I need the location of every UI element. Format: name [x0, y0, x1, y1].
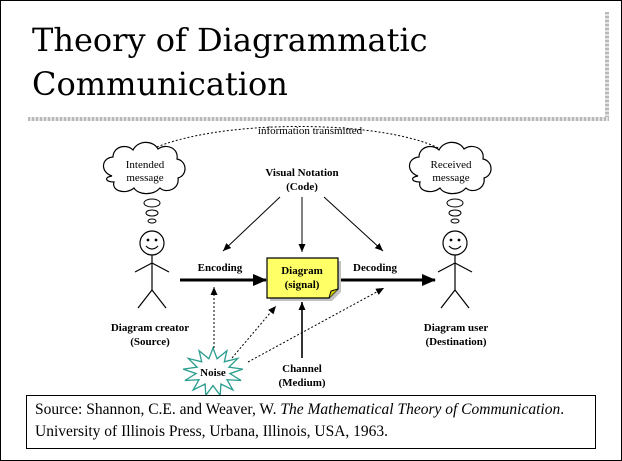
thought-bubble: [450, 218, 460, 224]
source-book-title: The Mathematical Theory of Communication: [280, 401, 561, 418]
information-transmitted-label: information transmitted: [258, 125, 363, 137]
source-citation: Source: Shannon, C.E. and Weaver, W. The…: [26, 395, 596, 449]
channel-label-line1: Channel: [282, 363, 322, 375]
received-message-cloud: Received message: [408, 141, 492, 195]
visual-notation-label-line2: (Code): [286, 181, 318, 193]
diagram-signal-box: Diagram (signal): [266, 257, 339, 299]
title-shadow-bottom: [28, 117, 609, 121]
channel-label-line2: (Medium): [278, 377, 325, 389]
thought-bubble: [448, 209, 462, 217]
title-shadow-right: [605, 12, 609, 120]
thought-bubble: [147, 218, 157, 224]
notation-to-encoding-arrow: [222, 196, 281, 252]
source-prefix: Source: Shannon, C.E. and Weaver, W.: [35, 401, 281, 418]
user-label-line1: Diagram user: [424, 322, 489, 334]
creator-label-line1: Diagram creator: [111, 322, 189, 334]
creator-label-line2: (Source): [130, 336, 170, 348]
decoding-label: Decoding: [353, 262, 398, 274]
noise-burst: Noise: [182, 346, 244, 398]
notation-to-decoding-arrow: [323, 196, 384, 252]
information-arc: [145, 126, 447, 153]
slide-title: Theory of Diagrammatic Communication: [32, 21, 428, 103]
user-label-line2: (Destination): [425, 336, 486, 348]
visual-notation-label-line1: Visual Notation: [265, 167, 338, 179]
thought-bubble: [145, 209, 159, 217]
thought-bubble: [143, 198, 161, 208]
received-label-line1: Received: [431, 159, 472, 171]
intended-message-cloud: Intended message: [102, 141, 186, 195]
noise-to-diagram-arrow: [231, 305, 277, 359]
diagram-label-line1: Diagram: [281, 265, 323, 277]
thought-bubble: [446, 198, 464, 208]
title-box: [23, 4, 601, 117]
intended-label-line1: Intended: [126, 159, 165, 171]
source-suffix: . University of Illinois Press, Urbana, …: [35, 401, 565, 440]
noise-to-decoding-arrow: [247, 287, 385, 363]
noise-label: Noise: [200, 367, 226, 379]
diagram-user-figure: [437, 230, 473, 309]
signal-box-shape: [266, 257, 339, 299]
encoding-label: Encoding: [198, 262, 243, 274]
diagram-label-line2: (signal): [285, 279, 320, 291]
received-label-line2: message: [432, 172, 469, 184]
diagram-creator-figure: [134, 230, 170, 309]
intended-label-line2: message: [126, 172, 163, 184]
